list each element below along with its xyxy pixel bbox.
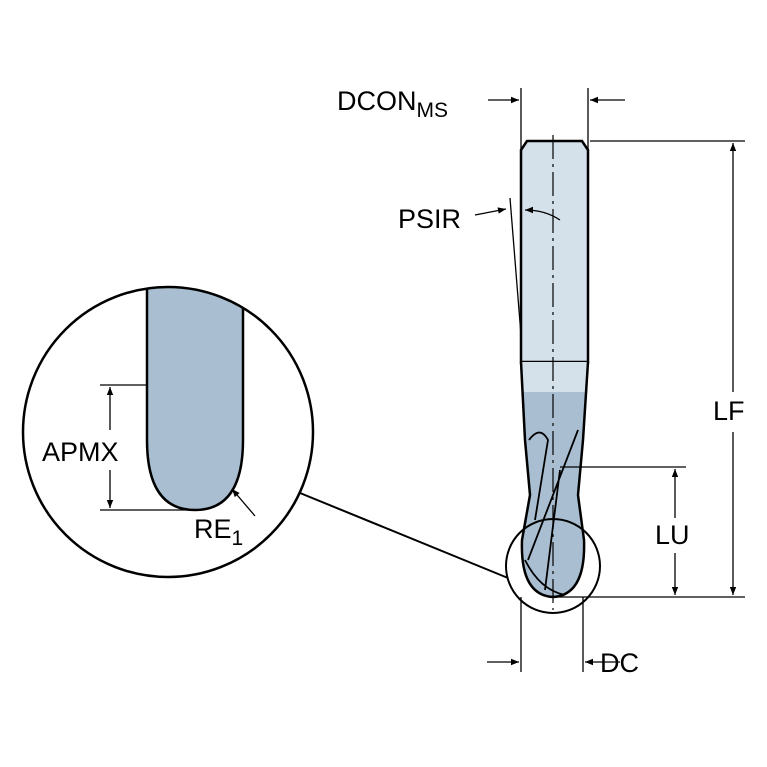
lf-dimension	[556, 140, 745, 598]
neck-upper	[521, 362, 588, 392]
re-text: RE	[194, 514, 232, 544]
flute-edge	[524, 429, 579, 596]
apmx-dimension	[100, 384, 256, 517]
lu-dimension	[560, 466, 686, 595]
detail-magnified-circle	[21, 285, 315, 579]
tool-body	[519, 139, 590, 599]
dcon-text: DCON	[337, 86, 417, 116]
apmx-label: APMX	[42, 437, 119, 467]
lf-label: LF	[713, 396, 745, 426]
dcon-label: DCONMS	[337, 86, 448, 122]
psir-label: PSIR	[398, 204, 462, 234]
re-arrow	[231, 488, 256, 517]
dcon-dimension	[488, 88, 625, 150]
shank	[519, 139, 590, 364]
re-subscript: 1	[231, 527, 244, 550]
lu-label: LU	[655, 520, 690, 550]
dcon-subscript: MS	[416, 99, 449, 122]
psir-indicator	[474, 197, 561, 336]
detail-leader	[299, 492, 509, 579]
detail-tool-profile	[145, 288, 245, 512]
dc-dimension	[487, 597, 620, 672]
dc-label: DC	[600, 648, 639, 678]
detail-source-circle	[505, 518, 601, 614]
detail-view	[100, 288, 256, 517]
re-label: RE1	[194, 514, 243, 550]
